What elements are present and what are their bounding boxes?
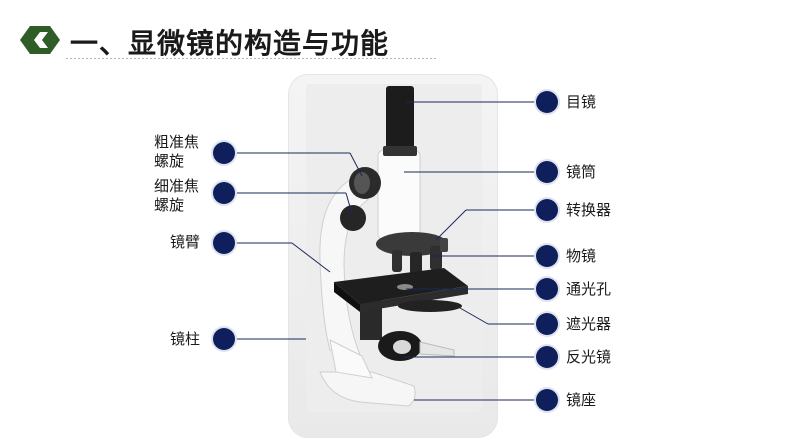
leader-lines [236,101,536,401]
marker-arm [213,232,235,254]
marker-tube [536,161,558,183]
marker-pillar [213,328,235,350]
label-fine-focus: 细准焦 螺旋 [154,177,200,214]
marker-revolver [536,199,558,221]
label-base: 镜座 [566,391,597,409]
marker-diaphragm [536,313,558,335]
label-objective: 物镜 [566,247,597,265]
header: 一、显微镜的构造与功能 [0,0,794,70]
label-mirror: 反光镜 [566,348,612,366]
marker-mirror [536,346,558,368]
leader-line-diaphragm-tail [459,307,489,325]
label-arm: 镜臂 [170,233,201,251]
leader-line-fine-tail [345,192,353,215]
marker-aperture [536,278,558,300]
leader-line-arm-tail [291,242,331,273]
label-eyepiece: 目镜 [566,93,597,111]
label-aperture: 通光孔 [566,280,612,298]
title-divider [66,58,436,59]
marker-fine-focus [213,182,235,204]
marker-objective [536,245,558,267]
hexagon-chevron-icon [20,26,60,54]
marker-coarse-focus [213,142,235,164]
marker-base [536,389,558,411]
page-title: 一、显微镜的构造与功能 [70,27,390,60]
label-diaphragm: 遮光器 [566,315,612,333]
label-pillar: 镜柱 [170,330,201,348]
leader-line-coarse-tail [349,152,363,177]
leader-line-revolver-tail [435,209,467,241]
label-tube: 镜筒 [566,163,597,181]
label-revolver: 转换器 [566,201,612,219]
marker-eyepiece [536,91,558,113]
label-coarse-focus: 粗准焦 螺旋 [154,133,200,170]
